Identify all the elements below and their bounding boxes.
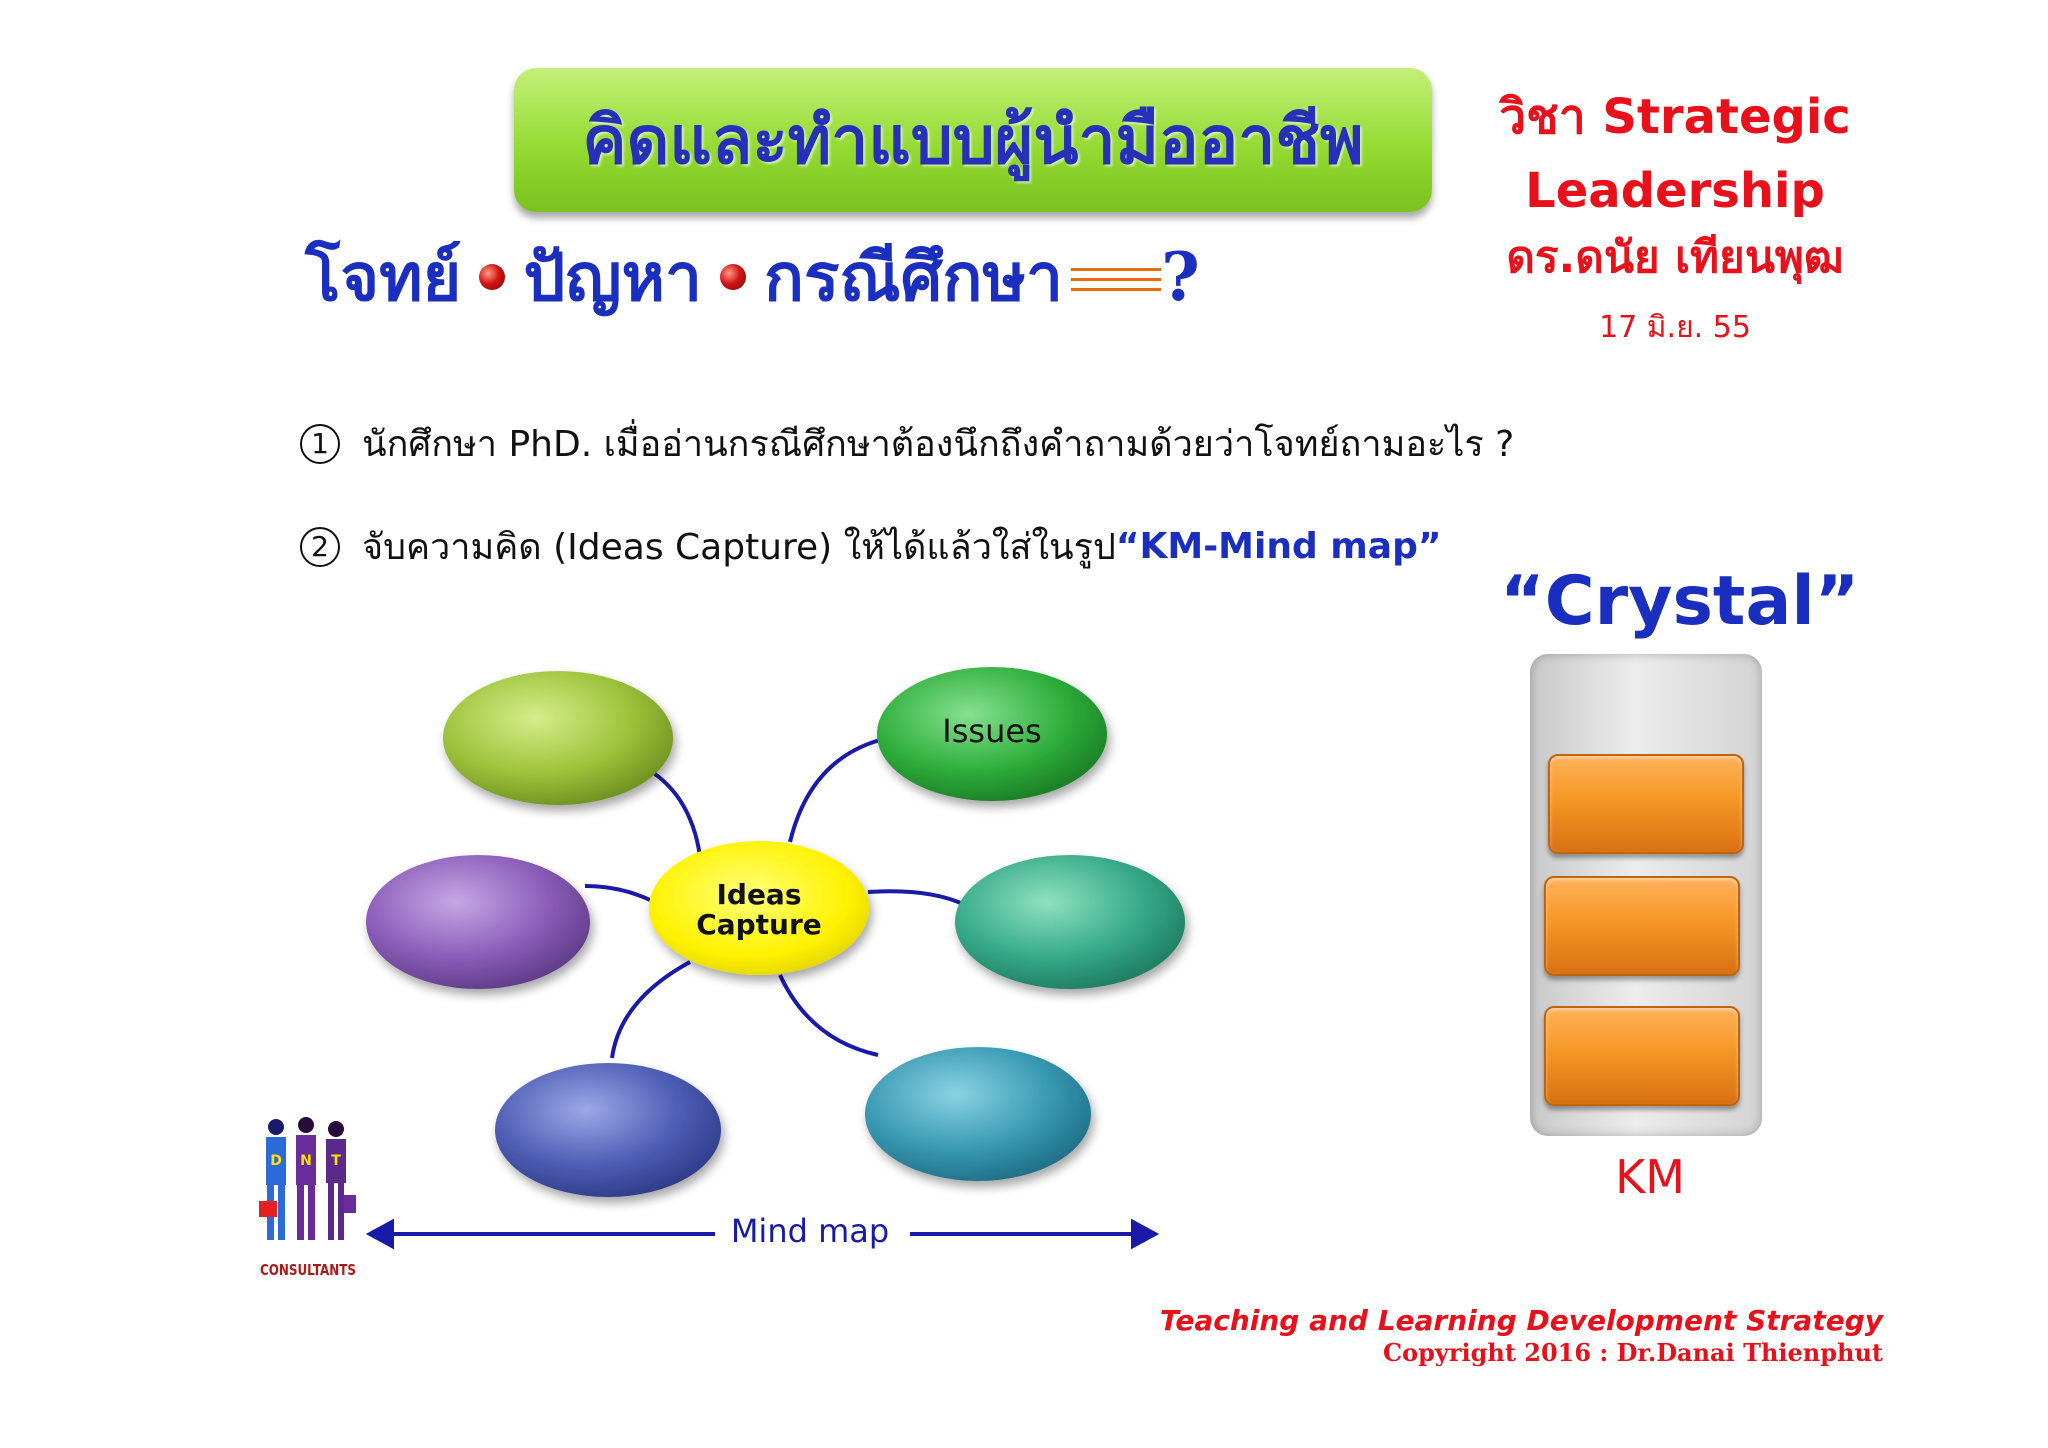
- red-bullet-icon: [720, 264, 747, 290]
- mind-map-node-right: [955, 855, 1185, 989]
- mind-map-node-issues: [877, 667, 1107, 801]
- circled-number: 1: [300, 423, 340, 464]
- subtitle: โจทย์ ปัญหา กรณีศึกษา ?: [305, 232, 1200, 322]
- logo-letter-n: N: [300, 1153, 312, 1169]
- mind-map-caption: Mind map: [731, 1212, 889, 1250]
- footer-tagline: Teaching and Learning Development Strate…: [1159, 1304, 1883, 1337]
- arrow-right-head-icon: [1131, 1218, 1160, 1250]
- mind-map-node-bottom-right: [865, 1047, 1091, 1181]
- arrow-left-head-icon: [365, 1218, 394, 1250]
- km-mind-map-highlight: “KM-Mind map”: [1115, 526, 1442, 567]
- mind-map-center-node: [649, 841, 869, 975]
- connector-top-right: [788, 738, 881, 843]
- connector-right: [867, 889, 966, 907]
- connector-left: [584, 884, 651, 902]
- course-title: วิชา Strategic Leadership: [1450, 80, 1900, 228]
- subtitle-part-1: โจทย์: [305, 237, 462, 316]
- crystal-title: “Crystal”: [1500, 562, 1860, 641]
- connector-bottom-left: [610, 960, 691, 1059]
- numbered-item-2: 2 จับความคิด (Ideas Capture) ให้ได้แล้วใ…: [300, 518, 1442, 575]
- subtitle-question: ?: [1161, 238, 1200, 316]
- logo-letter-d: D: [270, 1153, 282, 1169]
- figure-1-icon: [259, 1119, 286, 1240]
- crystal-block-3: [1544, 1006, 1740, 1106]
- figure-3-icon: [326, 1121, 356, 1240]
- mind-map-node-top-left: [443, 671, 673, 805]
- crystal-block-2: [1544, 876, 1740, 976]
- center-label-line-2: Capture: [696, 908, 822, 941]
- red-bullet-icon: [479, 264, 506, 290]
- item-text: นักศึกษา PhD. เมื่ออ่านกรณีศึกษาต้องนึกถ…: [362, 424, 1515, 465]
- mind-map-node-bottom-left: [495, 1063, 721, 1197]
- item-text: จับความคิด (Ideas Capture) ให้ได้แล้วใส่…: [362, 527, 1116, 568]
- mind-map-connectors: [584, 738, 966, 1059]
- page-title: คิดและทำแบบผู้นำมืออาชีพ: [582, 101, 1364, 179]
- double-arrow: [365, 1218, 1160, 1250]
- numbered-item-1: 1 นักศึกษา PhD. เมื่ออ่านกรณีศึกษาต้องนึ…: [300, 415, 1514, 472]
- lecture-date: 17 มิ.ย. 55: [1599, 310, 1751, 345]
- consultants-logo: D N T CONSULTANTS: [259, 1117, 356, 1279]
- course-line-1: วิชา Strategic: [1499, 89, 1851, 145]
- crystal-container: [1530, 654, 1762, 1136]
- connector-bottom-right: [778, 974, 879, 1057]
- instructor-name: ดร.ดนัย เทียนพุฒ: [1506, 232, 1844, 283]
- issues-label: Issues: [942, 712, 1041, 750]
- circled-number: 2: [300, 526, 340, 567]
- subtitle-part-2: ปัญหา: [523, 237, 703, 316]
- crystal-block-1: [1548, 754, 1744, 854]
- course-line-2: Leadership: [1525, 163, 1825, 219]
- logo-wordmark: CONSULTANTS: [260, 1261, 356, 1279]
- mind-map-node-left: [366, 855, 590, 989]
- logo-letter-t: T: [331, 1153, 341, 1169]
- footer-copyright: Copyright 2016 : Dr.Danai Thienphut: [1383, 1338, 1883, 1367]
- title-banner: คิดและทำแบบผู้นำมืออาชีพ: [514, 68, 1432, 212]
- figure-2-icon: [296, 1117, 316, 1240]
- subtitle-part-3: กรณีศึกษา: [764, 237, 1064, 316]
- center-label-line-1: Ideas: [716, 878, 801, 911]
- km-label: KM: [1615, 1150, 1685, 1204]
- equals-lines-icon: [1071, 252, 1162, 302]
